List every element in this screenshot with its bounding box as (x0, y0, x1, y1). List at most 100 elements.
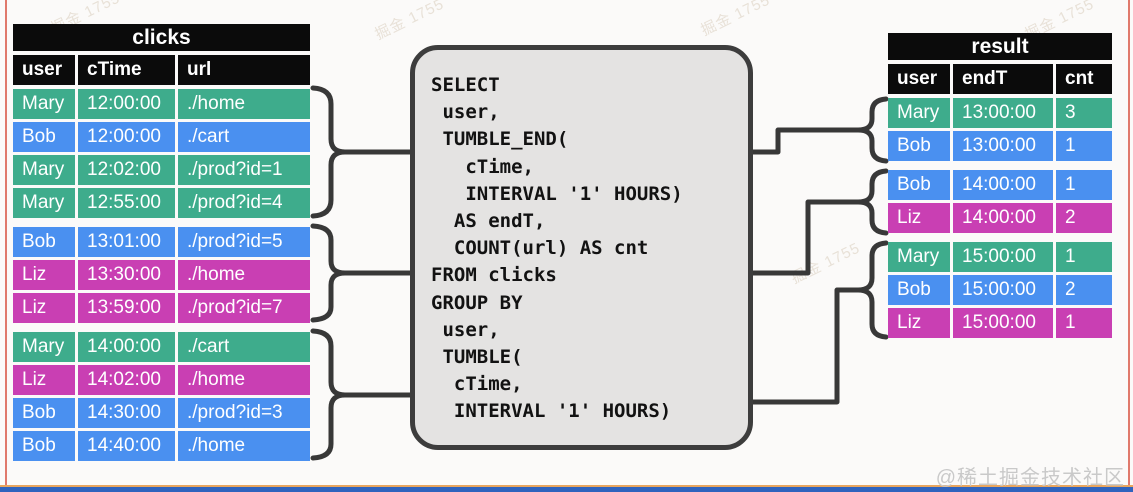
cell-cnt: 1 (1056, 170, 1112, 200)
cell-endT: 14:00:00 (953, 203, 1053, 233)
juejin-watermark: @稀土掘金技术社区 (935, 467, 1125, 489)
cell-user: Liz (13, 293, 75, 323)
cell-cnt: 3 (1056, 98, 1112, 128)
cell-cTime: 13:01:00 (78, 227, 175, 257)
cell-cTime: 12:02:00 (78, 155, 175, 185)
cell-cTime: 12:00:00 (78, 89, 175, 119)
cell-endT: 13:00:00 (953, 131, 1053, 161)
cell-user: Bob (888, 275, 950, 305)
clicks-table-title: clicks (13, 24, 310, 51)
cell-user: Liz (888, 203, 950, 233)
cell-cnt: 2 (1056, 203, 1112, 233)
cell-user: Bob (13, 122, 75, 152)
cell-cTime: 14:00:00 (78, 332, 175, 362)
cell-url: ./prod?id=3 (178, 398, 310, 428)
column-header-user: user (888, 64, 950, 94)
cell-user: Bob (888, 131, 950, 161)
brace-window-2 (310, 223, 348, 323)
frame-border-left (5, 0, 7, 486)
brace-result-1 (855, 96, 889, 164)
cell-endT: 13:00:00 (953, 98, 1053, 128)
cell-cTime: 12:00:00 (78, 122, 175, 152)
cell-url: ./cart (178, 332, 310, 362)
column-header-cnt: cnt (1056, 64, 1112, 94)
cell-url: ./prod?id=5 (178, 227, 310, 257)
cell-url: ./home (178, 431, 310, 461)
cell-url: ./home (178, 260, 310, 290)
cell-cTime: 13:30:00 (78, 260, 175, 290)
cell-url: ./home (178, 365, 310, 395)
cell-url: ./prod?id=4 (178, 188, 310, 218)
brace-result-3 (855, 240, 889, 340)
cell-endT: 15:00:00 (953, 308, 1053, 338)
cell-user: Bob (13, 431, 75, 461)
cell-user: Bob (13, 398, 75, 428)
cell-user: Liz (13, 260, 75, 290)
cell-user: Mary (13, 155, 75, 185)
cell-user: Mary (13, 188, 75, 218)
column-header-user: user (13, 55, 75, 85)
frame-border-right (1128, 0, 1130, 486)
column-header-endT: endT (953, 64, 1053, 94)
sql-code-block: SELECT user, TUMBLE_END( cTime, INTERVAL… (410, 45, 753, 450)
cell-user: Mary (13, 89, 75, 119)
cell-endT: 14:00:00 (953, 170, 1053, 200)
cell-url: ./prod?id=1 (178, 155, 310, 185)
cell-url: ./cart (178, 122, 310, 152)
cell-cnt: 1 (1056, 131, 1112, 161)
cell-endT: 15:00:00 (953, 242, 1053, 272)
cell-cTime: 14:30:00 (78, 398, 175, 428)
column-header-url: url (178, 55, 310, 85)
cell-user: Mary (888, 242, 950, 272)
cell-cTime: 14:02:00 (78, 365, 175, 395)
cell-cTime: 14:40:00 (78, 431, 175, 461)
cell-user: Liz (888, 308, 950, 338)
cell-url: ./home (178, 89, 310, 119)
cell-user: Mary (888, 98, 950, 128)
result-table-title: result (888, 33, 1112, 60)
frame-border-bottom (0, 485, 1133, 487)
cell-user: Mary (13, 332, 75, 362)
cell-cnt: 1 (1056, 242, 1112, 272)
connector-result-1 (747, 127, 861, 155)
cell-user: Bob (13, 227, 75, 257)
cell-endT: 15:00:00 (953, 275, 1053, 305)
cell-cTime: 13:59:00 (78, 293, 175, 323)
cell-cTime: 12:55:00 (78, 188, 175, 218)
connector-result-3 (747, 287, 861, 405)
cell-cnt: 1 (1056, 308, 1112, 338)
cell-cnt: 2 (1056, 275, 1112, 305)
cell-user: Liz (13, 365, 75, 395)
connector-result-2 (747, 199, 861, 276)
brace-result-2 (855, 168, 889, 236)
sql-code-text: SELECT user, TUMBLE_END( cTime, INTERVAL… (431, 74, 683, 423)
bottom-blue-bar (0, 487, 1133, 492)
